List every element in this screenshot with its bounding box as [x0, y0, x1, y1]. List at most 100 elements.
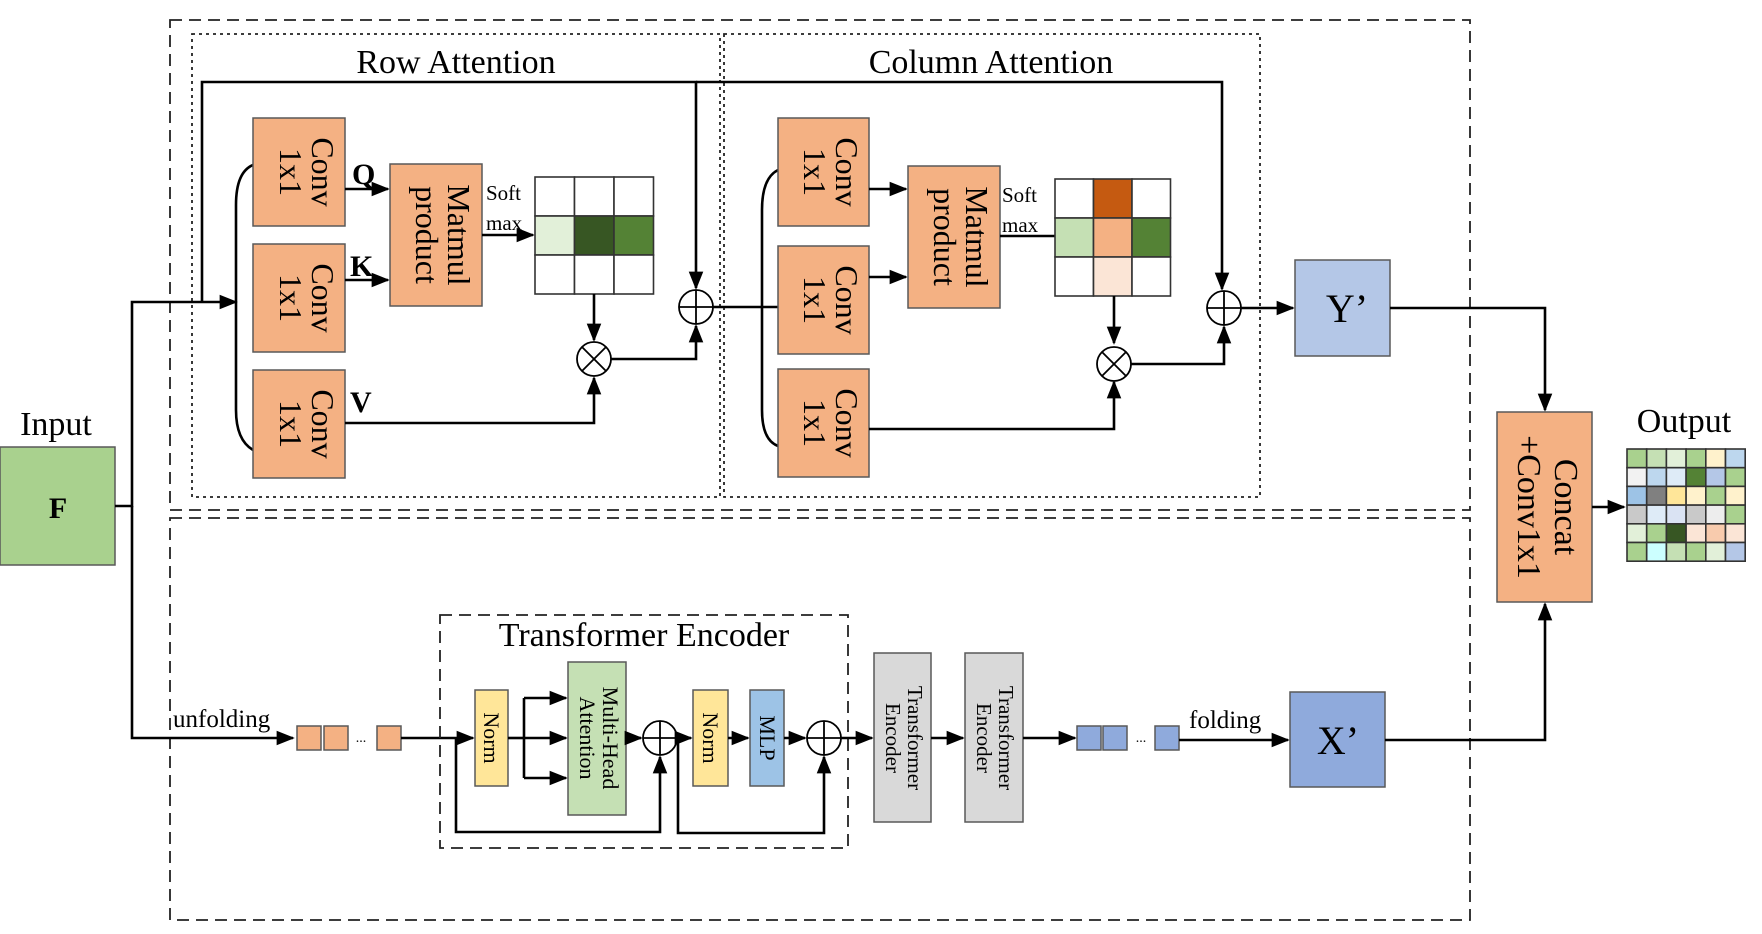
row-conv-q: Conv 1x1 — [252, 117, 346, 227]
skip-connection-1 — [454, 738, 668, 834]
unfolded-token — [323, 725, 349, 751]
svg-text:Matmul: Matmul — [959, 186, 995, 287]
attention-cell — [1131, 256, 1172, 297]
svg-text:Conv: Conv — [305, 389, 341, 458]
row-qkv-branch-arc — [234, 163, 254, 452]
add-icon-2 — [806, 720, 842, 756]
value-label: V — [350, 386, 372, 419]
svg-text:Concat: Concat — [1547, 459, 1584, 556]
output-cell — [1626, 466, 1648, 488]
stacked-transformer-encoder-1: Transformer Encoder — [873, 652, 932, 823]
column-conv-q: Conv 1x1 — [777, 117, 870, 227]
norm-box-2: Norm — [692, 689, 729, 787]
attention-cell — [613, 176, 655, 217]
output-cell — [1705, 466, 1727, 488]
encoded-token — [1154, 725, 1180, 751]
output-feature-map — [1626, 448, 1747, 563]
output-cell — [1705, 522, 1727, 544]
column-v-arrow — [869, 380, 1122, 431]
attention-cell — [613, 215, 655, 256]
svg-text:Norm: Norm — [698, 712, 723, 763]
row-add-icon — [678, 289, 714, 325]
output-label: Output — [1637, 403, 1732, 440]
unfolding-label: unfolding — [173, 706, 271, 733]
query-label: Q — [352, 158, 375, 191]
output-cell — [1685, 485, 1707, 506]
output-cell — [1665, 522, 1687, 544]
y-prime-box: Y’ — [1294, 259, 1391, 357]
column-softmax-label-2: max — [1002, 213, 1039, 237]
folding-label: folding — [1189, 707, 1262, 734]
column-conv-k: Conv 1x1 — [777, 245, 870, 355]
mlp-box: MLP — [749, 689, 785, 787]
svg-text:Conv: Conv — [829, 265, 865, 334]
input-to-row-attention-arrow — [115, 294, 238, 508]
output-cell — [1645, 541, 1668, 563]
output-cell — [1645, 485, 1668, 506]
output-cell — [1626, 504, 1648, 525]
output-cell — [1645, 466, 1668, 488]
svg-text:1x1: 1x1 — [273, 274, 309, 322]
column-product-to-add-arrow — [1131, 325, 1232, 366]
output-cell — [1724, 522, 1747, 544]
attention-branch-container — [169, 19, 1471, 511]
svg-text:Matmul: Matmul — [441, 184, 477, 285]
column-matmul-box: Matmul product — [907, 165, 1001, 309]
svg-text:Multi-Head: Multi-Head — [598, 687, 623, 790]
svg-text:product: product — [927, 188, 963, 286]
svg-text:product: product — [409, 186, 445, 284]
attention-cell — [1054, 178, 1095, 219]
row-matmul-box: Matmul product — [389, 163, 483, 307]
output-cell — [1685, 504, 1707, 525]
attention-cell — [534, 215, 576, 256]
output-cell — [1705, 485, 1727, 506]
svg-text:Conv: Conv — [829, 388, 865, 457]
output-cell — [1705, 541, 1727, 563]
x-prime-to-concat-arrow — [1385, 602, 1553, 742]
svg-text:Transformer: Transformer — [994, 686, 1018, 790]
column-multiply-icon — [1096, 346, 1132, 382]
attention-cell — [1054, 217, 1095, 258]
output-cell — [1626, 522, 1648, 544]
column-add-icon — [1206, 290, 1242, 326]
row-softmax-label-2: max — [486, 211, 523, 235]
output-cell — [1685, 541, 1707, 563]
output-cell — [1724, 448, 1747, 469]
column-softmax-label-1: Soft — [1002, 183, 1037, 207]
svg-text:Conv: Conv — [305, 137, 341, 206]
svg-text:Transformer: Transformer — [903, 686, 927, 790]
svg-text:1x1: 1x1 — [273, 148, 309, 196]
output-cell — [1645, 522, 1668, 544]
output-cell — [1685, 522, 1707, 544]
row-multiply-icon — [576, 341, 612, 377]
output-cell — [1665, 485, 1687, 506]
input-symbol: F — [49, 492, 67, 525]
input-label: Input — [20, 406, 92, 443]
row-softmax-label-1: Soft — [486, 181, 521, 205]
column-residual-arrow — [696, 80, 1230, 291]
encoded-ellipsis: ... — [1136, 731, 1147, 746]
transformer-branch-container — [169, 517, 1471, 921]
row-conv-v: Conv 1x1 — [252, 369, 346, 479]
skip-connection-2 — [676, 738, 832, 835]
output-cell — [1645, 504, 1668, 525]
encoded-token — [1076, 725, 1102, 751]
multi-head-attention-box: Multi-Head Attention — [567, 661, 627, 816]
svg-text:+Conv1x1: +Conv1x1 — [1510, 435, 1547, 579]
svg-text:Y’: Y’ — [1326, 286, 1368, 331]
svg-text:Encoder: Encoder — [972, 703, 996, 773]
unfolded-token — [296, 725, 322, 751]
attention-cell — [613, 254, 655, 295]
output-cell — [1626, 485, 1648, 506]
output-cell — [1705, 448, 1727, 469]
row-attention-title: Row Attention — [356, 44, 555, 81]
attention-cell — [1131, 217, 1172, 258]
attention-cell — [1092, 217, 1133, 258]
concat-conv-box: Concat +Conv1x1 — [1496, 411, 1593, 603]
row-residual-arrow — [200, 80, 704, 302]
svg-text:Norm: Norm — [479, 712, 504, 763]
norm-box-1: Norm — [474, 689, 509, 787]
attention-cell — [534, 176, 576, 217]
attention-cell — [573, 176, 615, 217]
output-cell — [1685, 466, 1707, 488]
